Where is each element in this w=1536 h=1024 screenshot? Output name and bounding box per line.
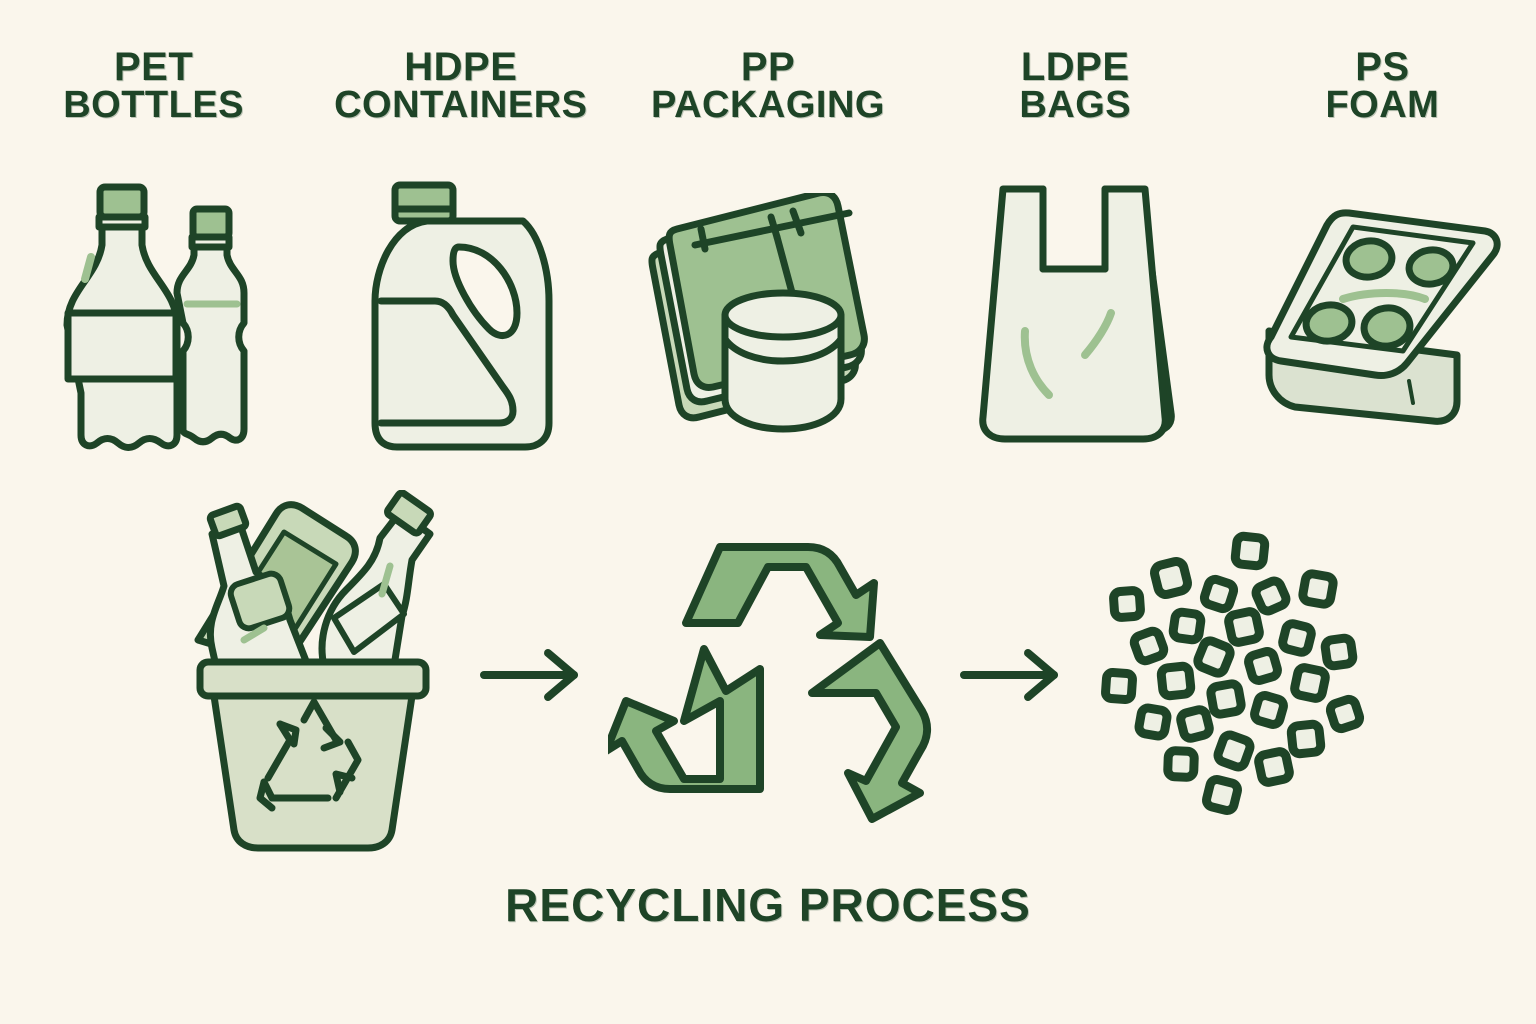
- category-label-ldpe-line2: BAGS: [1019, 84, 1132, 127]
- category-label-ps-line2: FOAM: [1325, 84, 1440, 127]
- icon-cell-ps: [1229, 203, 1536, 433]
- process-step-pellets: [1088, 525, 1368, 825]
- pellet: [1168, 607, 1206, 645]
- category-label-pp-line2: PACKAGING: [651, 84, 885, 127]
- pellet: [1254, 747, 1294, 787]
- pellet: [1150, 557, 1192, 599]
- foam-edge-tick: [1407, 379, 1416, 405]
- process-arrow-2: [938, 645, 1088, 705]
- process-step-reprocessing: [608, 515, 938, 835]
- pellet: [1213, 730, 1255, 772]
- category-label-pet: PET BOTTLES: [0, 45, 307, 127]
- pellet: [1224, 607, 1264, 647]
- food-tray-tub-icon: [648, 193, 868, 433]
- category-label-hdpe: HDPE CONTAINERS: [307, 45, 614, 127]
- hdpe-jug-icon: [371, 181, 553, 451]
- pellet: [1278, 619, 1316, 657]
- pellet: [1298, 569, 1338, 609]
- bottle-highlight: [80, 253, 95, 283]
- pellet: [1129, 626, 1169, 666]
- category-label-hdpe-line2: CONTAINERS: [334, 84, 588, 127]
- icon-cell-hdpe: [307, 173, 614, 463]
- icon-cell-pp: [614, 193, 921, 443]
- category-label-ps: PS FOAM: [1229, 45, 1536, 127]
- category-label-ps-line1: PS: [1355, 45, 1410, 89]
- plastic-pellets-icon: [1101, 531, 1365, 815]
- pellet: [1251, 576, 1291, 616]
- category-label-pet-line1: PET: [113, 45, 194, 89]
- arrow-right-icon: [960, 649, 1058, 701]
- icon-cell-ldpe: [922, 173, 1229, 463]
- foam-depression: [1342, 237, 1396, 281]
- category-label-pp: PP PACKAGING: [614, 45, 921, 127]
- pellet: [1163, 746, 1199, 782]
- pellet: [1250, 691, 1288, 729]
- pellet: [1206, 679, 1246, 719]
- pellet: [1101, 668, 1137, 704]
- process-step-collection: [168, 490, 458, 860]
- category-label-pp-line1: PP: [740, 45, 796, 89]
- category-label-ldpe-line1: LDPE: [1020, 45, 1130, 89]
- pellet: [1325, 694, 1365, 734]
- recycling-symbol-icon: [608, 543, 931, 823]
- foam-depression: [1360, 304, 1414, 350]
- process-row: [0, 490, 1536, 860]
- pellet: [1156, 661, 1196, 701]
- pellet: [1244, 647, 1282, 685]
- foam-tray-icon: [1263, 209, 1502, 425]
- bin-recycle-symbol: [256, 698, 362, 812]
- pellet: [1320, 633, 1358, 671]
- recycling-bin-icon: [194, 490, 434, 852]
- shopping-bag-icon: [979, 185, 1175, 443]
- bag-crease-left: [1021, 327, 1054, 399]
- pellet: [1109, 586, 1145, 622]
- pellet: [1202, 775, 1242, 815]
- foam-depression: [1302, 301, 1356, 345]
- pellet: [1193, 636, 1235, 678]
- process-title: RECYCLING PROCESS: [505, 879, 1031, 931]
- category-labels-row: PET BOTTLES HDPE CONTAINERS PP PACKAGING…: [0, 45, 1536, 168]
- category-label-hdpe-line1: HDPE: [404, 45, 518, 89]
- plastic-bottles-icon: [63, 183, 248, 451]
- bin-bottle-highlight: [240, 624, 268, 644]
- pellet: [1286, 719, 1326, 759]
- category-label-ldpe: LDPE BAGS: [922, 45, 1229, 127]
- pellet: [1134, 703, 1172, 741]
- category-icons-row: [0, 168, 1536, 468]
- process-arrow-1: [458, 645, 608, 705]
- jug-contour-line: [377, 297, 517, 427]
- bag-crease-right: [1081, 309, 1116, 359]
- pellet: [1290, 663, 1330, 703]
- pellet: [1176, 705, 1214, 743]
- foam-depression: [1405, 246, 1457, 288]
- bin-bottle-highlight-2: [378, 562, 394, 598]
- foam-score-line: [1339, 289, 1430, 303]
- category-label-pet-line2: BOTTLES: [63, 84, 245, 127]
- icon-cell-pet: [0, 173, 307, 463]
- pellet: [1199, 574, 1239, 614]
- pellet: [1230, 531, 1270, 571]
- arrow-right-icon: [480, 649, 578, 701]
